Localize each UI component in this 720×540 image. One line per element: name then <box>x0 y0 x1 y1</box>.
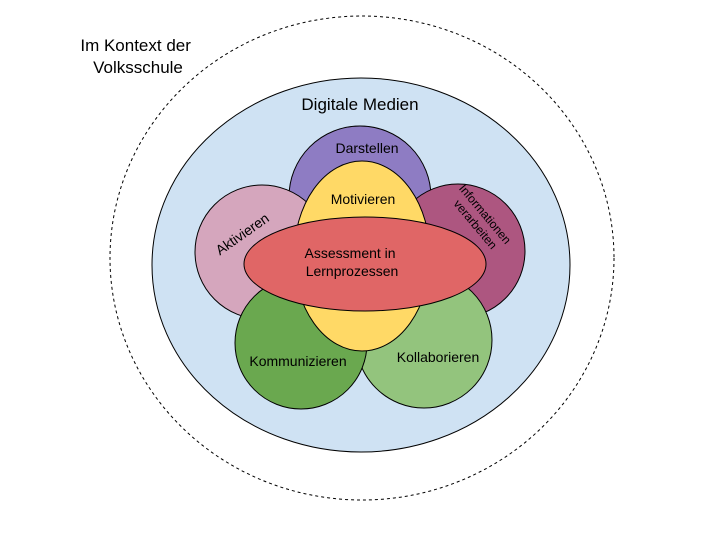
media-label: Digitale Medien <box>301 95 418 114</box>
kommunizieren-label: Kommunizieren <box>249 353 346 369</box>
darstellen-label: Darstellen <box>335 140 398 156</box>
assessment-ellipse <box>243 216 487 312</box>
assessment-label: Assessment in Lernprozessen <box>305 245 400 279</box>
context-boundary <box>109 15 615 501</box>
motivieren-label: Motivieren <box>331 191 396 207</box>
context-label: Im Kontext der Volksschule <box>80 36 195 77</box>
kollaborieren-label: Kollaborieren <box>397 349 480 365</box>
